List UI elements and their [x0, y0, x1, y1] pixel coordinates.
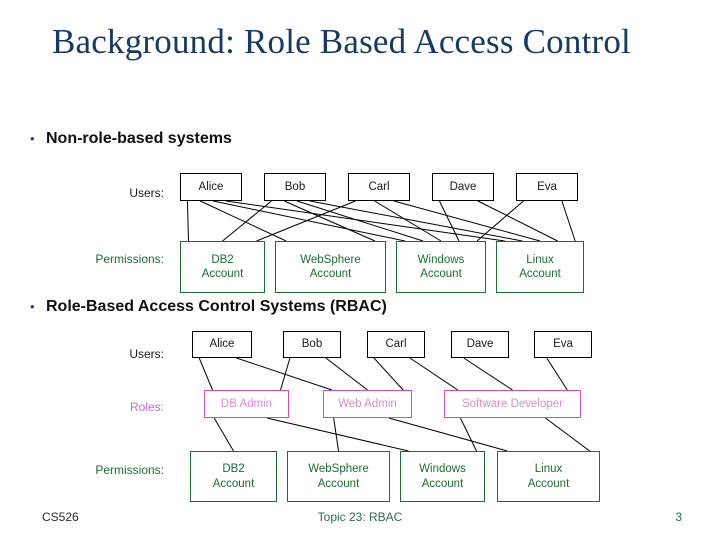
node-label-line1: Windows — [417, 253, 465, 266]
node-label-line1: WebSphere — [300, 253, 361, 266]
footer-course-code: CS526 — [42, 510, 79, 524]
connector-line — [333, 417, 339, 452]
node-label-line2: Account — [201, 268, 244, 280]
connector-line — [476, 200, 524, 242]
bullet-dot-icon: • — [30, 299, 35, 314]
node-label: Alice — [209, 338, 235, 351]
diagram2-role-web-admin: Web Admin — [323, 390, 412, 418]
diagram2-user-carl: Carl — [367, 331, 425, 358]
diagram2-user-bob: Bob — [283, 331, 341, 358]
node-label-line2: Account — [519, 268, 561, 280]
diagram1-user-bob: Bob — [264, 173, 326, 201]
diagram1-user-carl: Carl — [348, 173, 410, 201]
connector-line — [222, 200, 272, 242]
connector-line — [388, 417, 508, 452]
connector-line — [546, 357, 568, 391]
connector-line — [256, 200, 356, 242]
connector-line — [459, 417, 477, 452]
connector-line — [213, 417, 234, 452]
connector-line — [477, 200, 558, 242]
diagram1-permissions-label: Permissions: — [95, 252, 164, 266]
footer-page-number: 3 — [675, 510, 682, 524]
diagram1-users-label: Users: — [129, 186, 164, 200]
diagram2-user-dave: Dave — [451, 331, 509, 358]
bullet-rbac: • Role-Based Access Control Systems (RBA… — [30, 298, 387, 316]
node-label: Dave — [466, 338, 494, 351]
footer-topic: Topic 23: RBAC — [317, 510, 403, 524]
node-label-line2: Account — [527, 477, 570, 490]
node-label: Carl — [368, 180, 390, 193]
bullet-non-role-based: • Non-role-based systems — [30, 130, 232, 148]
node-label: Bob — [284, 180, 306, 193]
connector-line — [561, 200, 576, 242]
node-label: Carl — [385, 338, 407, 351]
node-label-line2: Account — [212, 477, 255, 490]
node-label-line1: DB2 — [211, 253, 234, 266]
diagram2-role-db-admin: DB Admin — [204, 390, 289, 418]
connector-line — [266, 417, 409, 452]
node-label-line1: WebSphere — [308, 463, 369, 476]
diagram1-user-dave: Dave — [432, 173, 494, 201]
node-label-line2: Account — [420, 268, 462, 280]
node-label-line1: Linux — [526, 253, 554, 266]
connector-line — [545, 417, 590, 452]
connector-line — [198, 357, 213, 391]
node-label: DB Admin — [220, 397, 273, 410]
bullet-dot-icon: • — [30, 131, 35, 146]
bullet-label-2: Role-Based Access Control Systems (RBAC) — [46, 298, 387, 315]
connector-line — [200, 200, 287, 242]
slide-footer: CS526 Topic 23: RBAC 3 — [0, 510, 720, 528]
diagram2-roles-label: Roles: — [129, 400, 164, 414]
connector-line — [463, 357, 513, 391]
node-label: Bob — [301, 338, 323, 351]
node-label-line1: Linux — [534, 463, 563, 476]
diagram1-user-eva: Eva — [516, 173, 578, 201]
connector-line — [325, 357, 368, 391]
connector-line — [309, 200, 523, 242]
page-title: Background: Role Based Access Control — [52, 22, 631, 61]
connector-line — [225, 200, 505, 242]
connector-line — [280, 357, 291, 391]
diagram1-user-alice: Alice — [180, 173, 242, 201]
connector-line — [373, 357, 404, 391]
node-label: Software Developer — [462, 397, 563, 410]
node-label: Web Admin — [338, 397, 397, 410]
node-label-line2: Account — [317, 477, 360, 490]
connector-line — [284, 200, 376, 242]
diagram2-permissions-label: Permissions: — [95, 463, 164, 477]
node-label: Alice — [198, 180, 224, 193]
node-label-line2: Account — [309, 268, 352, 280]
node-label: Dave — [449, 180, 477, 193]
node-label-line1: Windows — [419, 463, 466, 476]
connector-line — [393, 200, 541, 242]
connector-line — [236, 357, 333, 391]
node-label: Eva — [537, 180, 557, 193]
diagram2-role-software-developer: Software Developer — [444, 390, 581, 418]
node-label-line2: Account — [421, 477, 464, 490]
diagram2-users-label: Users: — [129, 347, 164, 361]
diagram2-user-eva: Eva — [534, 331, 592, 358]
connector-line — [438, 200, 460, 242]
connector-line — [374, 200, 442, 242]
bullet-label-1: Non-role-based systems — [46, 130, 232, 147]
connector-line — [212, 200, 406, 242]
node-label-line1: DB2 — [222, 463, 245, 476]
diagram2-user-alice: Alice — [192, 331, 252, 358]
connector-line — [409, 357, 458, 391]
connector-line — [186, 200, 189, 242]
node-label: Eva — [553, 338, 573, 351]
connector-line — [296, 200, 424, 242]
